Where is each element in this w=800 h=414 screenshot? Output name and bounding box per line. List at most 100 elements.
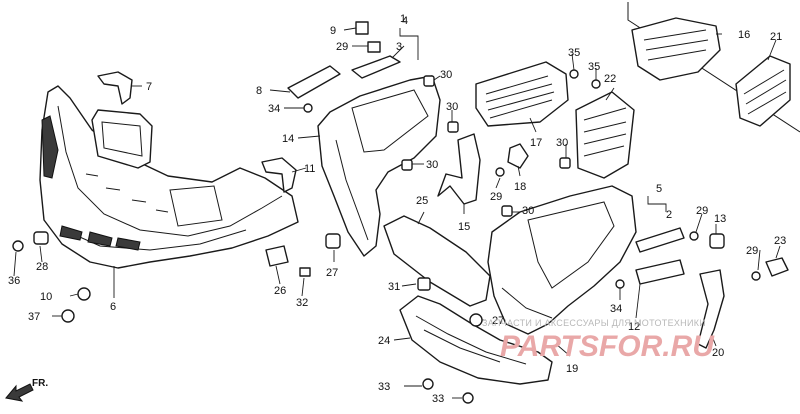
part-label-20: 20 <box>712 347 724 359</box>
part-label-12: 12 <box>628 321 640 333</box>
part-label-30: 30 <box>556 137 568 149</box>
part-label-21: 21 <box>770 31 782 43</box>
part-label-29: 29 <box>490 191 502 203</box>
part-29-screw-far <box>751 271 761 281</box>
part-17-grille <box>475 61 569 127</box>
part-32-screw <box>299 267 311 277</box>
part-10-clip <box>77 287 91 301</box>
part-33-screw-b <box>462 392 474 404</box>
part-20-stay <box>697 269 725 349</box>
part-label-2: 2 <box>666 209 672 221</box>
part-label-15: 15 <box>458 221 470 233</box>
part-label-6: 6 <box>110 301 116 313</box>
part-30-clip-c <box>401 159 413 171</box>
part-29-screw-right <box>689 231 699 241</box>
part-16-grille <box>631 17 721 81</box>
direction-label: FR. <box>32 378 48 389</box>
part-label-16: 16 <box>738 29 750 41</box>
part-24-tray <box>399 295 553 385</box>
part-label-3: 3 <box>396 41 402 53</box>
part-label-36: 36 <box>8 275 20 287</box>
part-label-30: 30 <box>440 69 452 81</box>
part-15-bracket <box>437 133 481 205</box>
part-label-37: 37 <box>28 311 40 323</box>
arrow-icon <box>5 383 34 402</box>
part-label-11: 11 <box>304 163 315 175</box>
part-label-17: 17 <box>530 137 542 149</box>
watermark-text: ЗАПЧАСТИ И АКСЕССУАРЫ ДЛЯ МОТОТЕХНИКИ <box>482 318 706 328</box>
part-22-grille <box>575 91 635 179</box>
part-30-clip-e <box>559 157 571 169</box>
part-label-29: 29 <box>336 41 348 53</box>
part-29-screw-mid <box>495 167 505 177</box>
part-label-30: 30 <box>522 205 534 217</box>
part-35-screw-a <box>569 69 579 79</box>
part-25-panel <box>383 215 491 307</box>
part-11-hose <box>261 157 297 193</box>
part-34-screw-a <box>303 103 313 113</box>
part-30-clip-b <box>447 121 459 133</box>
part-label-29: 29 <box>746 245 758 257</box>
part-label-22: 22 <box>604 73 616 85</box>
part-31-clip <box>417 277 431 291</box>
part-label-27: 27 <box>326 267 338 279</box>
part-label-31: 31 <box>388 281 400 293</box>
part-label-26: 26 <box>274 285 286 297</box>
part-label-30: 30 <box>446 101 458 113</box>
part-label-5: 5 <box>656 183 662 195</box>
part-label-28: 28 <box>36 261 48 273</box>
part-9-clip <box>355 21 369 35</box>
part-8-bracket <box>287 65 341 99</box>
part-29-screw-top <box>367 41 381 53</box>
part-label-13: 13 <box>714 213 726 225</box>
part-label-27: 27 <box>492 315 504 327</box>
leader-lines <box>13 27 781 399</box>
part-label-34: 34 <box>610 303 622 315</box>
part-label-23: 23 <box>774 235 786 247</box>
part-14-inner-panel <box>317 75 441 257</box>
part-3-bracket <box>351 55 401 79</box>
part-label-35: 35 <box>568 47 580 59</box>
part-34-screw-b <box>615 279 625 289</box>
part-label-1: 1 <box>400 13 406 25</box>
part-label-8: 8 <box>256 85 262 97</box>
part-label-33: 33 <box>432 393 444 405</box>
part-label-18: 18 <box>514 181 526 193</box>
front-direction-arrow: FR. <box>5 378 48 402</box>
watermark-logo: PARTSFOR.RU <box>500 330 715 363</box>
part-6-front-cover <box>39 85 299 269</box>
part-30-clip-d <box>501 205 513 217</box>
part-7-hose <box>97 71 133 105</box>
part-label-24: 24 <box>378 335 390 347</box>
part-label-19: 19 <box>566 363 578 375</box>
part-label-35: 35 <box>588 61 600 73</box>
part-label-29: 29 <box>696 205 708 217</box>
part-27-cap <box>325 233 341 249</box>
part-label-10: 10 <box>40 291 52 303</box>
part-30-clip-a <box>423 75 435 87</box>
part-label-9: 9 <box>330 25 336 37</box>
part-27-cap-lower <box>469 313 483 327</box>
part-19-lower-cover <box>487 185 637 335</box>
part-18-bracket <box>507 143 529 169</box>
part-37-clip <box>61 309 75 323</box>
part-label-32: 32 <box>296 297 308 309</box>
part-36-screw <box>12 240 24 252</box>
part-23-clip <box>765 257 789 277</box>
part-13-clip <box>709 233 725 249</box>
part-35-screw-b <box>591 79 601 89</box>
part-26-grommet <box>265 245 289 267</box>
part-21-grille <box>735 55 791 127</box>
part-label-30: 30 <box>426 159 438 171</box>
part-28-cap <box>33 231 49 245</box>
part-label-25: 25 <box>416 195 428 207</box>
part-label-14: 14 <box>282 133 294 145</box>
part-2-trim <box>635 227 685 253</box>
part-label-34: 34 <box>268 103 280 115</box>
part-label-4: 4 <box>402 15 408 27</box>
part-label-33: 33 <box>378 381 390 393</box>
part-12-strip <box>635 259 685 285</box>
